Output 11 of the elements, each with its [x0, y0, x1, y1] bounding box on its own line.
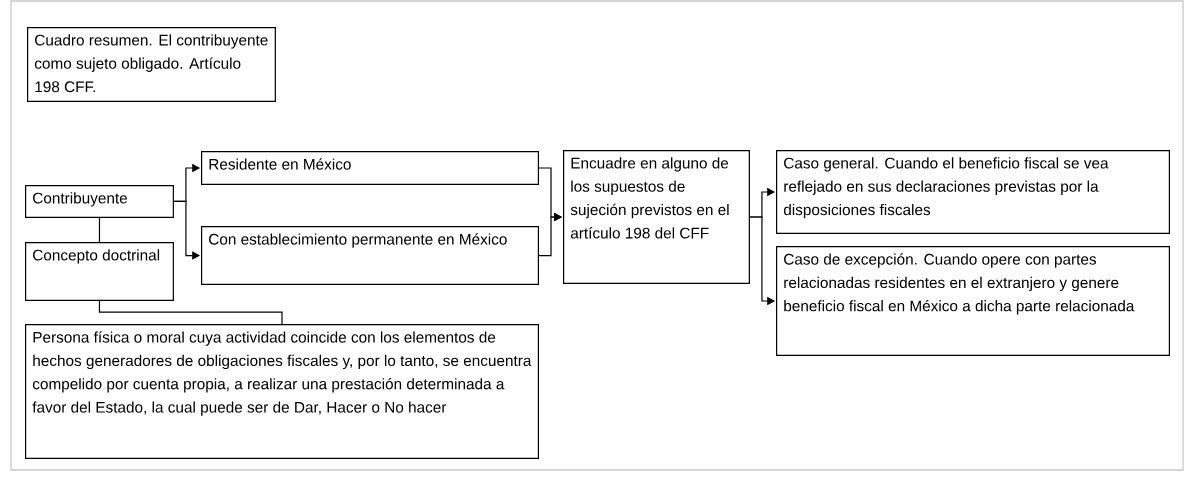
- text-box: Concepto doctrinal: [25, 242, 174, 302]
- text-box: Persona física o moral cuya actividad coincide con los elementos de hechos generadores de obligaciones fiscales y, por lo tanto, se encuentra compelido por cuenta propia, a realizar una prestación determinada a favor del Estado, la cual puede ser de Dar, Hacer o No hacer: [25, 324, 539, 459]
- connector-line: [98, 217, 101, 243]
- connector-line: [98, 300, 283, 325]
- title-box: Cuadro resumen. El contribuyente como sujeto obligado. Artículo 198 CFF.: [27, 27, 276, 103]
- process-box: Encuadre en alguno de los supuestos de sujeción previstos en el artículo 198 del CFF: [563, 150, 750, 284]
- text-box: Residente en México: [201, 151, 539, 185]
- text-box: Caso de excepción. Cuando opere con partes relacionadas residentes en el extranjero y genere beneficio fiscal en México a dicha parte relacionada: [776, 246, 1170, 356]
- text-box: Contribuyente: [25, 185, 174, 218]
- text-box: Con establecimiento permanente en México: [201, 226, 539, 286]
- text-box: Caso general. Cuando el beneficio fiscal se vea reflejado en sus declaraciones previstas por la disposiciones fiscales: [776, 150, 1170, 234]
